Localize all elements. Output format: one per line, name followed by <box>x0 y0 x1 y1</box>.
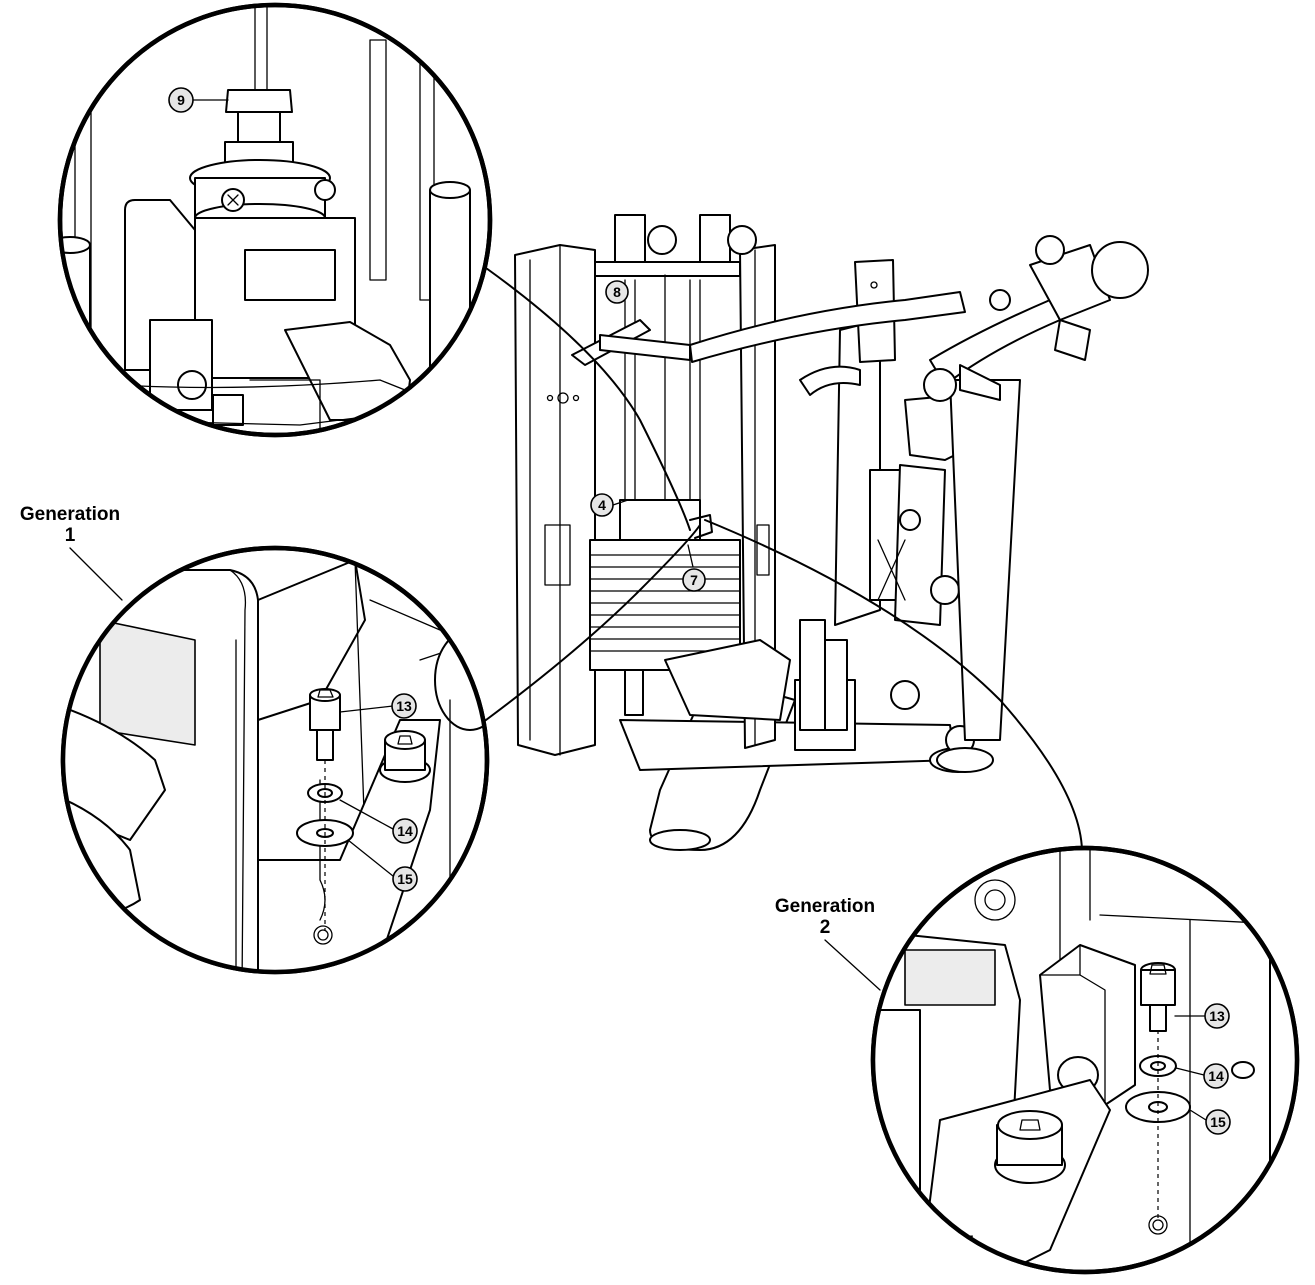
callout-7: 7 <box>682 544 706 592</box>
generation-2-label: Generation 2 <box>775 896 881 991</box>
detail-circle-top <box>57 2 493 438</box>
svg-text:13: 13 <box>396 698 412 714</box>
callout-14-gen1: 14 <box>339 799 418 844</box>
callout-13-gen1: 13 <box>339 693 417 719</box>
svg-text:14: 14 <box>397 823 413 839</box>
svg-text:15: 15 <box>397 871 413 887</box>
svg-text:9: 9 <box>177 92 185 108</box>
svg-text:8: 8 <box>613 284 621 300</box>
svg-text:7: 7 <box>690 572 698 588</box>
svg-text:Generation: Generation <box>775 896 875 917</box>
callout-8: 8 <box>605 280 629 304</box>
detail-circle-generation-1 <box>60 545 490 975</box>
svg-text:Generation: Generation <box>20 504 120 525</box>
svg-text:4: 4 <box>598 497 606 513</box>
callout-9: 9 <box>168 87 229 113</box>
detail-connector-lines <box>485 267 1083 851</box>
callout-13-gen2: 13 <box>1174 1003 1230 1029</box>
callout-14-gen2: 14 <box>1175 1063 1229 1089</box>
callout-15-gen2: 15 <box>1189 1109 1231 1135</box>
machine-illustration <box>514 214 1149 851</box>
svg-text:15: 15 <box>1210 1114 1226 1130</box>
generation-1-label: Generation 1 <box>20 504 123 601</box>
callout-15-gen1: 15 <box>347 839 418 892</box>
svg-text:13: 13 <box>1209 1008 1225 1024</box>
svg-text:1: 1 <box>65 525 76 546</box>
svg-text:14: 14 <box>1208 1068 1224 1084</box>
callout-4: 4 <box>590 493 629 517</box>
detail-circle-generation-2: 45 <box>870 845 1300 1275</box>
svg-text:2: 2 <box>820 917 831 938</box>
